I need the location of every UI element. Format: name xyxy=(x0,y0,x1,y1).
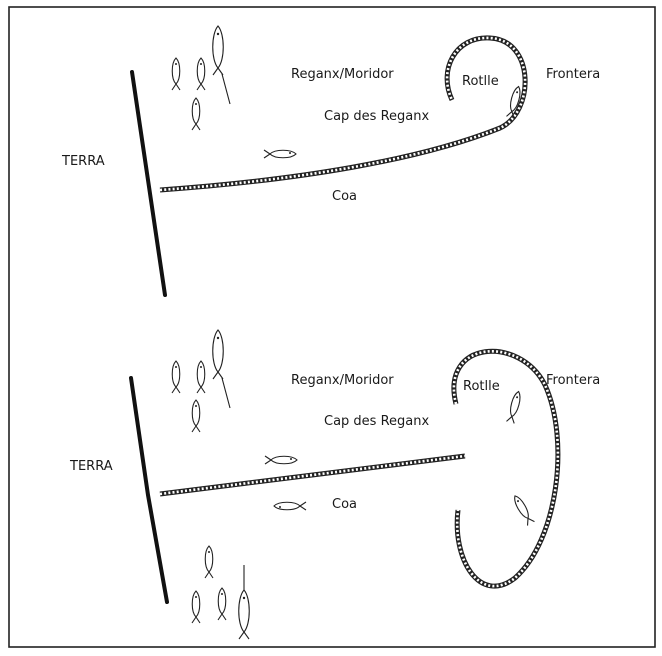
label-coa: Coa xyxy=(332,189,357,204)
label-terra: TERRA xyxy=(69,459,113,474)
label-frontera: Frontera xyxy=(546,373,600,388)
panel-top: TERRA Reganx/Moridor Rotlle Frontera Cap… xyxy=(61,25,600,297)
coastline-bottom xyxy=(129,376,169,604)
net-bottom xyxy=(159,348,561,589)
fish-school-bottom xyxy=(171,329,536,640)
coastline-top xyxy=(130,70,167,297)
fish-icon xyxy=(212,25,231,105)
fish-icon xyxy=(212,329,231,409)
net-top xyxy=(159,35,528,193)
diagram-frame xyxy=(8,6,656,648)
label-cap-des-reganx: Cap des Reganx xyxy=(324,414,429,429)
label-reganx-moridor: Reganx/Moridor xyxy=(291,67,394,82)
label-reganx-moridor: Reganx/Moridor xyxy=(291,373,394,388)
fish-school-top xyxy=(171,25,524,159)
label-rotlle: Rotlle xyxy=(463,379,500,394)
label-coa: Coa xyxy=(332,497,357,512)
label-cap-des-reganx: Cap des Reganx xyxy=(324,109,429,124)
label-rotlle: Rotlle xyxy=(462,74,499,89)
fish-icon xyxy=(238,565,250,640)
label-frontera: Frontera xyxy=(546,67,600,82)
label-terra: TERRA xyxy=(61,154,105,169)
panel-bottom: TERRA Reganx/Moridor Rotlle Frontera Cap… xyxy=(69,329,600,640)
